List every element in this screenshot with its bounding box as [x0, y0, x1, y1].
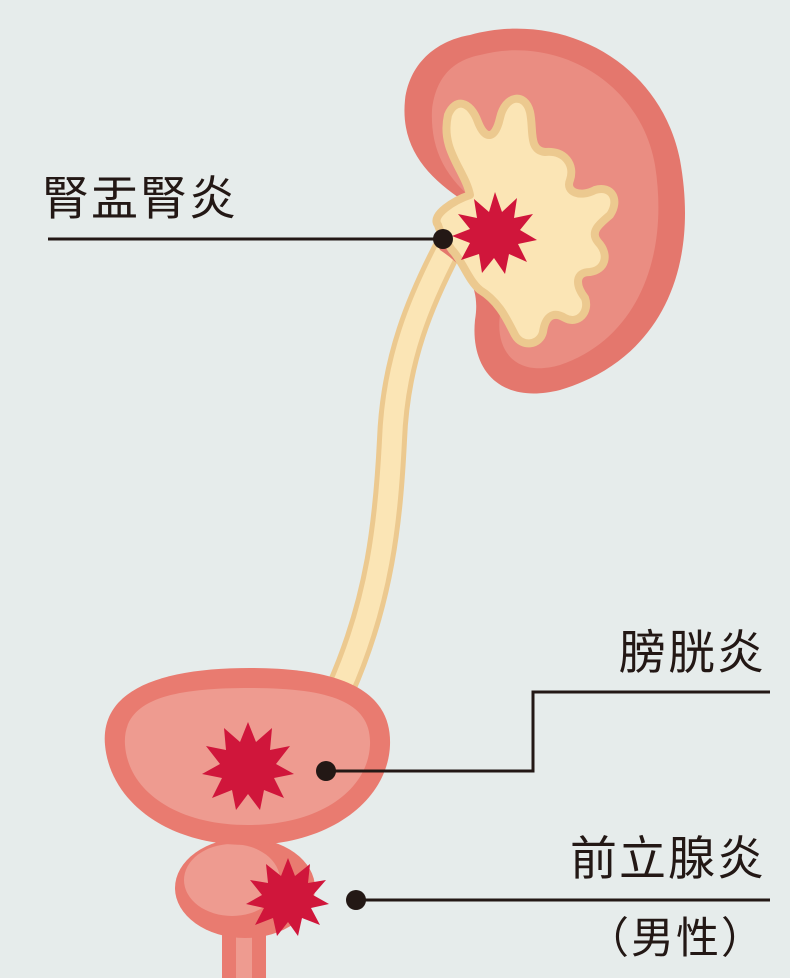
- ureter-lumen: [330, 230, 462, 700]
- cystitis-leader-line: [326, 690, 770, 773]
- inflammation-marker-bladder: [202, 722, 294, 810]
- prostatitis-label: 前立腺炎: [570, 832, 766, 887]
- male-note-label: （男性）: [586, 914, 766, 964]
- prostate-inner: [184, 844, 280, 916]
- cystitis-label: 膀胱炎: [619, 626, 766, 681]
- prostatitis-leader-dot: [346, 890, 366, 910]
- pyelonephritis-leader-dot: [433, 229, 453, 249]
- inflammation-marker-prostate: [246, 858, 329, 936]
- inflammation-marker-kidney: [452, 192, 537, 274]
- pyelonephritis-label: 腎盂腎炎: [42, 172, 238, 227]
- cystitis-leader-dot: [316, 761, 336, 781]
